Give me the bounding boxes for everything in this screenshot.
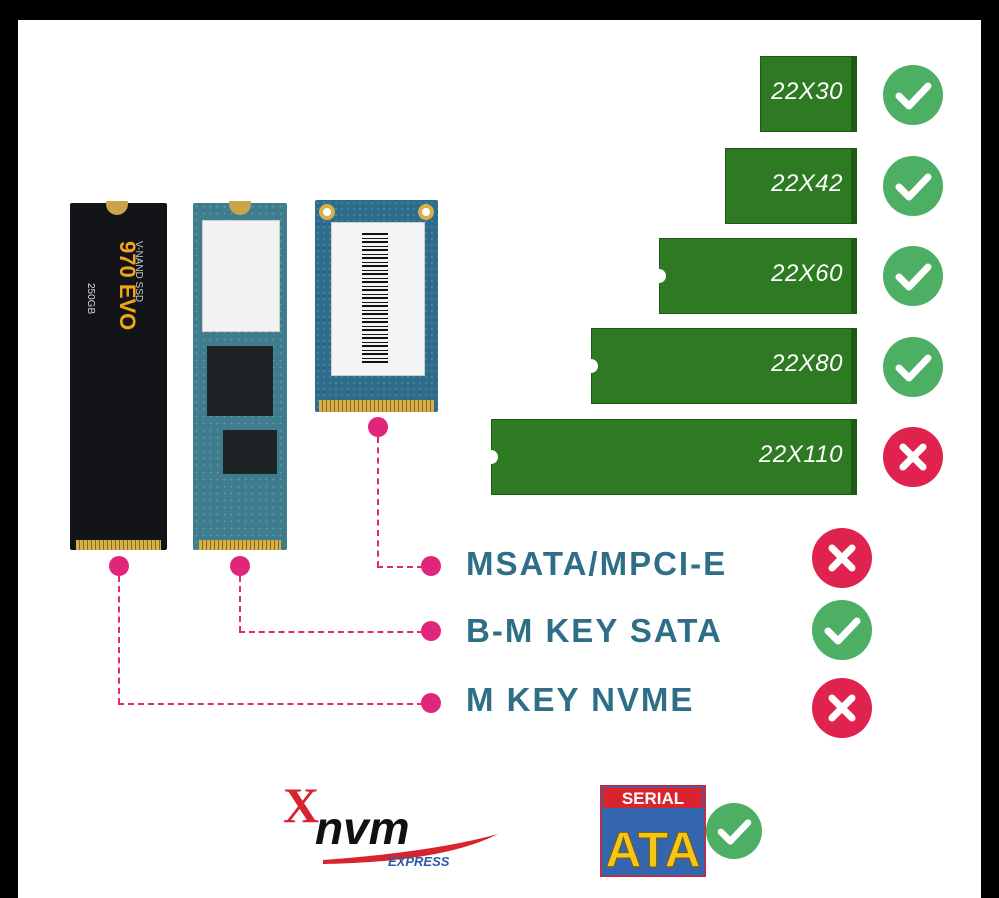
compatibility-infographic: 22X30 22X42 22X60 22X80 22X110 V-NAND SS… <box>18 20 981 898</box>
interface-label-m-nvme: M KEY NVME <box>466 681 695 718</box>
connector-dot <box>421 556 441 576</box>
check-icon <box>883 246 943 306</box>
size-bar-22x110: 22X110 <box>484 419 857 495</box>
bar-end <box>851 56 857 132</box>
ssd-sticker <box>202 220 280 332</box>
connector-line <box>118 576 120 704</box>
mount-hole <box>418 204 434 220</box>
msata-ssd-image <box>315 200 438 412</box>
mount-notch <box>584 359 598 373</box>
nvm-express-logo: X nvm EXPRESS <box>283 777 508 872</box>
size-label: 22X42 <box>771 170 843 197</box>
bar-end <box>851 238 857 314</box>
check-icon <box>883 156 943 216</box>
ata-text: ATA <box>605 822 700 877</box>
connector-dot <box>368 417 388 437</box>
connector-dot <box>230 556 250 576</box>
bar-end <box>851 419 857 495</box>
nvme-ssd-image: V-NAND SSD 970 EVO 250GB <box>70 201 167 550</box>
barcode <box>362 233 388 363</box>
connector-dot <box>109 556 129 576</box>
size-bar-22x80: 22X80 <box>584 328 857 404</box>
check-icon <box>883 65 943 125</box>
express-text: EXPRESS <box>388 854 450 869</box>
check-icon <box>812 600 872 660</box>
connector-dot <box>421 693 441 713</box>
mount-notch <box>652 269 666 283</box>
cross-icon <box>812 678 872 738</box>
check-icon <box>883 337 943 397</box>
serial-ata-logo: SERIAL ATA <box>598 783 708 879</box>
gold-contacts <box>76 540 161 550</box>
cross-icon <box>883 427 943 487</box>
connector-line <box>377 566 423 568</box>
ssd-capacity: 250GB <box>85 283 96 315</box>
connector-line <box>239 631 423 633</box>
serial-text: SERIAL <box>622 789 684 808</box>
memory-chip <box>207 346 273 416</box>
connector-line <box>239 576 241 632</box>
size-bar-22x30: 22X30 <box>760 56 857 132</box>
ssd-model: 970 EVO <box>115 241 140 331</box>
gold-contacts <box>199 540 281 550</box>
mount-notch <box>484 450 498 464</box>
ssd-sticker <box>331 222 425 376</box>
interface-label-bm-sata: B-M KEY SATA <box>466 612 723 649</box>
connector-dot <box>421 621 441 641</box>
bar-end <box>851 148 857 224</box>
check-icon <box>706 803 762 859</box>
interface-label-msata: MSATA/MPCI-E <box>466 545 728 582</box>
screw-notch <box>229 201 251 215</box>
size-bar-22x42: 22X42 <box>725 148 857 224</box>
size-label: 22X30 <box>771 78 843 105</box>
size-label: 22X110 <box>759 441 843 468</box>
gold-contacts <box>319 400 434 412</box>
size-label: 22X60 <box>771 260 843 287</box>
screw-notch <box>106 201 128 215</box>
size-label: 22X80 <box>771 350 843 377</box>
sata-ssd-image <box>193 201 287 550</box>
connector-line <box>118 703 423 705</box>
connector-line <box>377 437 379 567</box>
nvm-x-letter: X <box>283 782 319 833</box>
nvm-text: nvm <box>315 802 410 854</box>
controller-chip <box>223 430 277 474</box>
size-bar-22x60: 22X60 <box>652 238 857 314</box>
bar-end <box>851 328 857 404</box>
cross-icon <box>812 528 872 588</box>
mount-hole <box>319 204 335 220</box>
